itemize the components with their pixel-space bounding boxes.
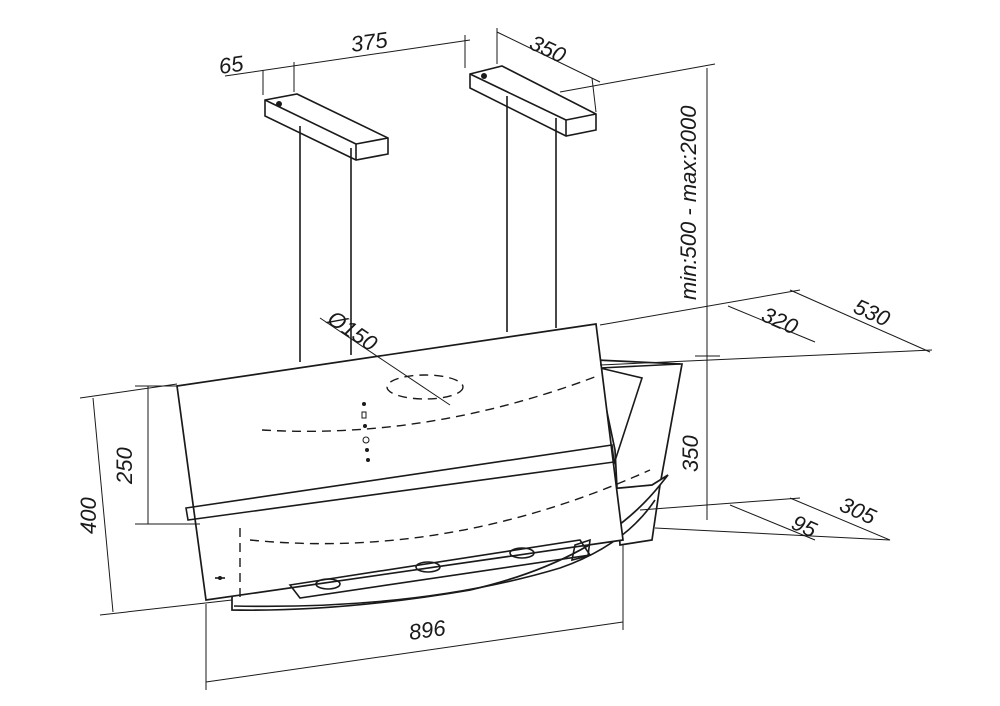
- ceiling-bracket-left: [264, 93, 389, 161]
- dim-panel-height: 250: [112, 447, 137, 485]
- control-buttons: [361, 402, 370, 462]
- dim-duct-diameter: Ø150: [322, 305, 382, 357]
- dim-depth-lower-inner: 95: [788, 510, 821, 543]
- dim-depth-total: 530: [850, 294, 894, 332]
- dim-overall-height: 400: [76, 497, 101, 534]
- underside-lights: [315, 538, 591, 590]
- suspension-cables: [299, 96, 557, 362]
- hood-body: [176, 323, 684, 612]
- dim-width: 896: [407, 615, 448, 645]
- dim-cable-height: min:500 - max:2000: [676, 105, 701, 300]
- dim-body-height: 350: [678, 435, 703, 472]
- dim-depth-lower: 305: [836, 492, 880, 530]
- dim-mount-spacing: 375: [349, 27, 390, 57]
- dim-bracket-length: 350: [526, 30, 571, 68]
- side-glass-panel: [594, 359, 684, 546]
- front-glass-panel: [176, 323, 624, 601]
- dimension-lines: [79, 28, 933, 690]
- ceiling-bracket-right: [469, 65, 597, 137]
- dim-mount-offset: 65: [217, 51, 245, 79]
